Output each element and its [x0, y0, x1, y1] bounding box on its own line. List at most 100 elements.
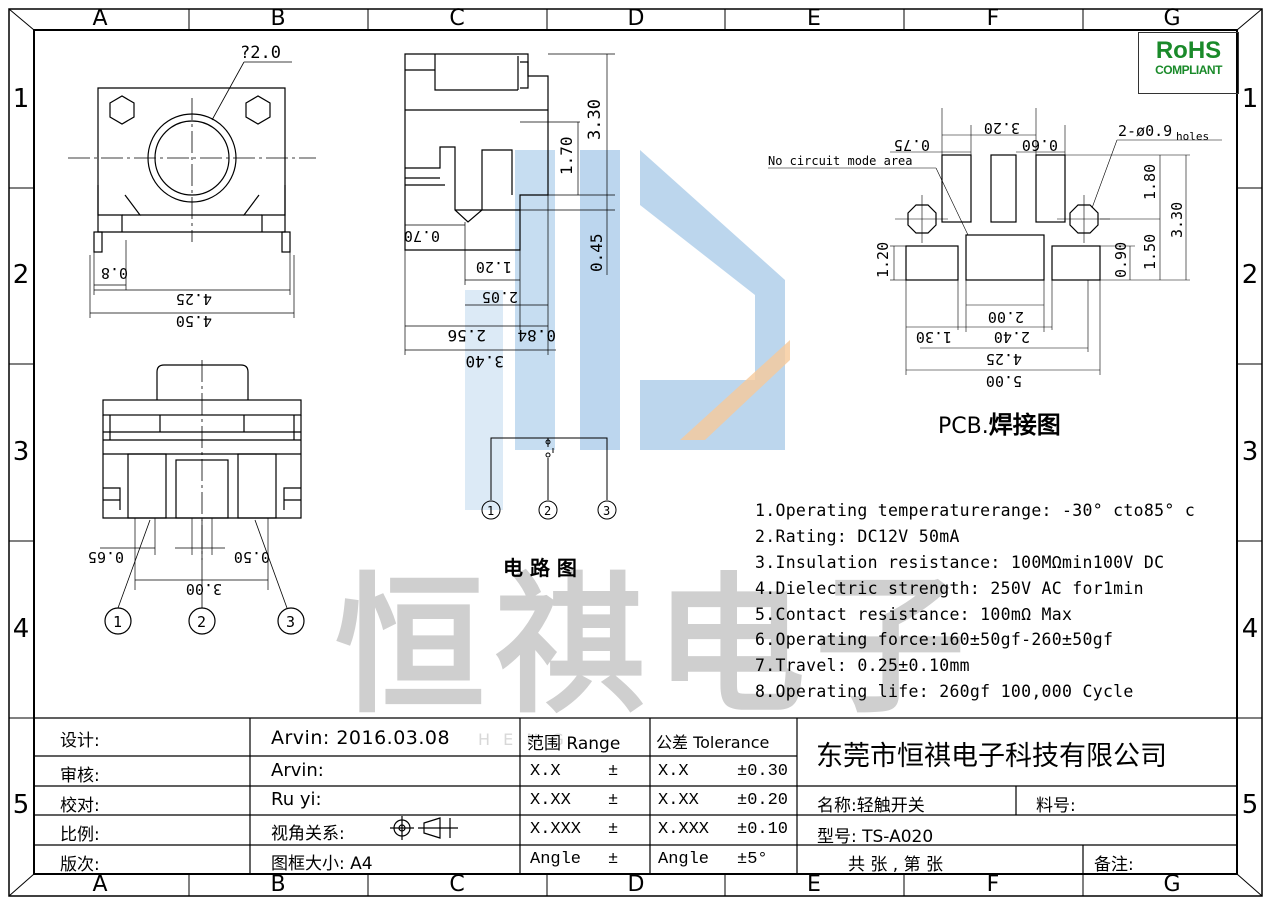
spec-line-2: 2.Rating: DC12V 50mA	[755, 527, 960, 546]
dim-3-40: 3.40	[465, 352, 504, 371]
watermark-text: 恒祺电子	[335, 558, 976, 734]
review-value: Arvin:	[271, 760, 324, 781]
zone-row-1-left: 1	[12, 84, 30, 114]
pcb-dim-4-25: 4.25	[986, 350, 1022, 368]
zone-row-4-left: 4	[12, 614, 30, 644]
check-value: Ru yi:	[271, 789, 322, 810]
faint-brand: H E N G	[478, 730, 568, 749]
pin-1-label: 1	[113, 613, 122, 631]
dim-3-00: 3.00	[186, 580, 222, 598]
dim-1-70: 1.70	[557, 136, 576, 175]
rohs-title: RoHS	[1155, 37, 1222, 64]
zone-col-e-bottom: E	[807, 872, 821, 897]
spec-line-1: 1.Operating temperaturerange: -30° cto85…	[755, 501, 1196, 520]
circuit-diagram	[481, 437, 617, 520]
tol-row-2: X.XX	[658, 791, 699, 810]
view-label: 视角关系:	[271, 824, 345, 844]
company-name: 东莞市恒祺电子科技有限公司	[816, 741, 1167, 772]
zone-col-a-top: A	[92, 6, 108, 31]
range-pm-1: ±	[608, 762, 619, 781]
circuit-pin-1: 1	[487, 504, 494, 518]
version-label: 版次:	[60, 855, 100, 875]
circuit-pin-3: 3	[603, 504, 610, 518]
zone-col-c-top: C	[449, 6, 465, 31]
check-label: 校对:	[60, 796, 100, 816]
zone-row-1-right: 1	[1241, 84, 1259, 114]
remarks-label: 备注:	[1094, 855, 1134, 875]
spec-line-6: 6.Operating force:160±50gf-260±50gf	[755, 630, 1114, 649]
holes-label-sub: holes	[1176, 130, 1209, 143]
title-block-grid	[34, 717, 1237, 874]
dim-0-84: 0.84	[517, 326, 556, 345]
zone-col-e-top: E	[807, 6, 821, 31]
no-circuit-label: No circuit mode area	[768, 154, 913, 168]
zone-col-f-top: F	[986, 6, 1000, 31]
spec-line-8: 8.Operating life: 260gf 100,000 Cycle	[755, 682, 1134, 701]
tol-val-4: ±5°	[737, 850, 768, 869]
spec-line-5: 5.Contact resistance: 100mΩ Max	[755, 605, 1073, 624]
dim-3-30: 3.30	[585, 99, 605, 140]
range-pm-2: ±	[608, 791, 619, 810]
pcb-dim-5-00: 5.00	[986, 372, 1022, 390]
pcb-dim-0-75: 0.75	[894, 136, 930, 154]
dim-4-25: 4.25	[176, 290, 212, 308]
tol-row-1: X.X	[658, 762, 689, 781]
dim-4-50: 4.50	[176, 312, 212, 330]
dim-2-56: 2.56	[447, 326, 486, 345]
range-row-3: X.XXX	[530, 820, 582, 839]
pcb-dim-1-50: 1.50	[1141, 234, 1159, 270]
design-value: Arvin: 2016.03.08	[271, 727, 451, 749]
zone-row-5-left: 5	[12, 790, 30, 820]
dim-2-05: 2.05	[482, 288, 518, 306]
rohs-subtitle: COMPLIANT	[1155, 63, 1222, 77]
front-view	[100, 360, 305, 635]
dimension-labels: ?2.0 0.8 4.25 4.50 3.30 1.70 0.45 0.70 1…	[88, 43, 1209, 631]
zone-col-d-top: D	[627, 6, 645, 31]
zone-row-5-right: 5	[1241, 790, 1259, 820]
zone-col-a-bottom: A	[92, 872, 108, 897]
pcb-layout	[768, 108, 1222, 375]
zone-col-f-bottom: F	[986, 872, 1000, 897]
zone-col-g-bottom: G	[1163, 872, 1181, 897]
tol-row-4: Angle	[658, 850, 710, 869]
scale-label: 比例:	[60, 825, 100, 845]
pcb-dim-1-30: 1.30	[916, 328, 952, 346]
review-label: 审核:	[60, 766, 100, 786]
zone-row-4-right: 4	[1241, 614, 1259, 644]
spec-line-3: 3.Insulation resistance: 100MΩmin100V DC	[755, 553, 1165, 572]
pcb-caption: PCB.焊接图	[938, 405, 1061, 440]
pcb-dim-1-80: 1.80	[1141, 164, 1159, 200]
hole-dim-label: ?2.0	[240, 43, 281, 63]
pin-2-label: 2	[197, 613, 206, 631]
range-pm-4: ±	[608, 850, 619, 869]
zone-row-3-right: 3	[1241, 437, 1259, 467]
pcb-dim-0-60: 0.60	[1022, 136, 1058, 154]
spec-line-7: 7.Travel: 0.25±0.10mm	[755, 656, 970, 675]
zone-col-d-bottom: D	[627, 872, 645, 897]
pcb-dim-2-40: 2.40	[994, 328, 1030, 346]
tol-val-2: ±0.20	[737, 791, 789, 810]
pcb-caption-prefix: PCB.	[938, 414, 989, 439]
dim-1-20: 1.20	[476, 258, 512, 276]
pcb-dim-2-00: 2.00	[988, 308, 1024, 326]
range-row-1: X.X	[530, 762, 561, 781]
sheet-count: 共 张 , 第 张	[848, 855, 944, 875]
model-label: 型号: TS-A020	[817, 827, 934, 847]
pcb-dim-0-90: 0.90	[1112, 242, 1130, 278]
pcb-caption-cn: 焊接图	[988, 411, 1061, 439]
zone-col-c-bottom: C	[449, 872, 465, 897]
pcb-dim-1-20: 1.20	[874, 242, 892, 278]
zone-row-2-left: 2	[12, 260, 30, 290]
holes-label: 2-ø0.9	[1118, 122, 1172, 140]
dim-0-45: 0.45	[587, 233, 606, 272]
range-header: 范围 Range	[527, 734, 621, 754]
dim-0-65: 0.65	[88, 548, 124, 566]
tol-row-3: X.XXX	[658, 820, 710, 839]
range-row-4: Angle	[530, 850, 582, 869]
circuit-title: 电 路 图	[503, 556, 577, 580]
pcb-dim-3-20: 3.20	[984, 119, 1020, 137]
range-pm-3: ±	[608, 820, 619, 839]
product-name-label: 名称:轻触开关	[817, 796, 925, 816]
part-number-label: 料号:	[1036, 796, 1076, 816]
